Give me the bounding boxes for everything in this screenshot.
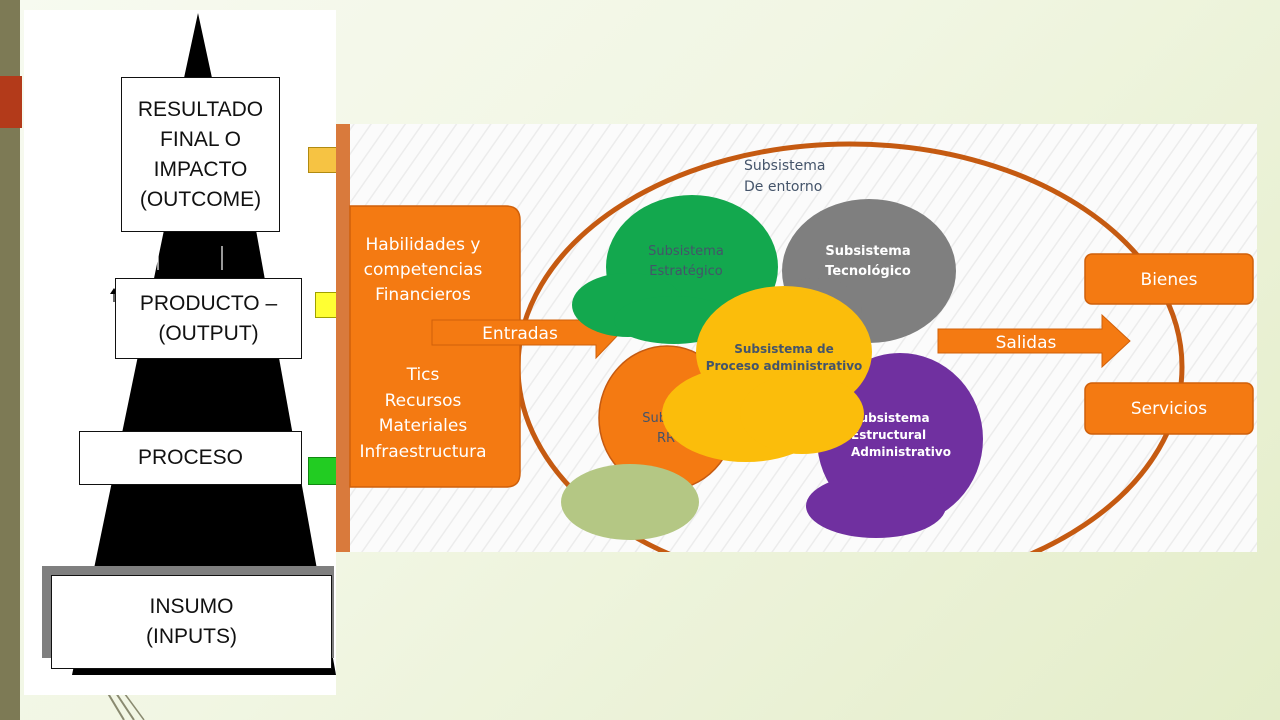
environment-label-1: Subsistema xyxy=(744,158,825,174)
inputs-line-3: Financieros xyxy=(375,285,471,305)
system-diagram-canvas: Subsistema De entorno Habilidades y comp… xyxy=(336,124,1257,552)
structural-label-3: Administrativo xyxy=(851,445,951,459)
strategic-label-2: Estratégico xyxy=(649,264,723,279)
technological-label-1: Subsistema xyxy=(825,244,910,259)
output-servicios-box xyxy=(1084,382,1254,435)
inputs-line-4: Tics xyxy=(406,365,440,385)
olive-cloud xyxy=(561,464,699,540)
inputs-line-6: Materiales xyxy=(379,416,468,436)
structural-label-2: Estructural xyxy=(851,428,926,442)
structural-label-1: Subsistema xyxy=(851,411,930,425)
entradas-label: Entradas xyxy=(482,324,558,344)
process-label-1: Subsistema de xyxy=(734,342,834,356)
process-box: PROCESO xyxy=(79,431,302,485)
left-decorative-rail xyxy=(0,0,20,720)
corner-decoration xyxy=(105,690,145,720)
output-box: PRODUCTO – (OUTPUT) xyxy=(115,278,302,359)
technological-label-2: Tecnológico xyxy=(825,264,911,279)
salidas-label: Salidas xyxy=(996,333,1057,353)
salidas-arrow xyxy=(937,313,1131,369)
inputs-line-5: Recursos xyxy=(385,391,462,411)
inputs-box xyxy=(349,205,521,488)
inputs-line-7: Infraestructura xyxy=(359,442,486,462)
inputs-line-2: competencias xyxy=(364,260,483,280)
structural-subsystem-cloud xyxy=(806,353,983,538)
output-servicios-label: Servicios xyxy=(1131,399,1207,419)
pyramid-diagram: RESULTADO FINAL O IMPACTO (OUTCOME) PROD… xyxy=(24,10,336,695)
rail-accent-tab xyxy=(0,76,22,128)
input-box: INSUMO (INPUTS) xyxy=(51,575,332,669)
environment-label-2: De entorno xyxy=(744,179,822,195)
process-subsystem-cloud xyxy=(662,286,872,462)
system-diagram: Subsistema De entorno Habilidades y comp… xyxy=(336,124,1257,552)
output-bienes-label: Bienes xyxy=(1141,270,1198,290)
inputs-line-1: Habilidades y xyxy=(366,235,481,255)
image-left-edge xyxy=(336,124,350,552)
strategic-label-1: Subsistema xyxy=(648,244,724,259)
outcome-box: RESULTADO FINAL O IMPACTO (OUTCOME) xyxy=(121,77,280,232)
process-label-2: Proceso administrativo xyxy=(706,359,863,373)
output-bienes-box xyxy=(1084,253,1254,305)
